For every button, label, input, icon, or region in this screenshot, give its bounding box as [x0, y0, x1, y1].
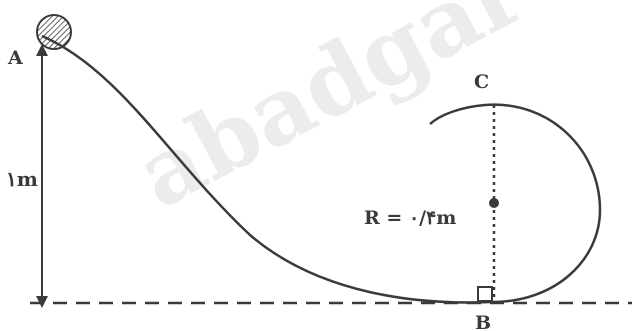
label-point-c: C	[474, 71, 489, 93]
right-angle-marker	[477, 286, 493, 302]
loop-track	[429, 103, 602, 304]
label-point-b: B	[475, 312, 491, 331]
label-radius: R = ۰/۴m	[364, 207, 456, 229]
loop-center-dot	[489, 198, 499, 208]
watermark-text: abadgar	[120, 0, 543, 229]
label-point-a: A	[7, 47, 23, 69]
label-height: ۱m	[6, 167, 38, 191]
ball	[36, 14, 72, 50]
slope-track	[41, 34, 491, 304]
